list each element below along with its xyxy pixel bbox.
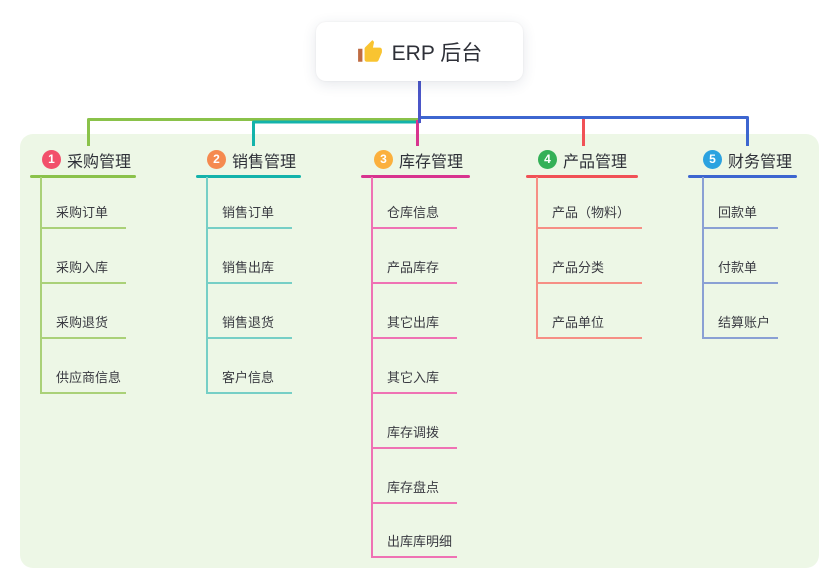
node-label: 其它出库 [387, 315, 440, 330]
node-label: 产品（物料） [552, 205, 631, 220]
mindmap-node[interactable]: 供应商信息 [40, 356, 126, 394]
mindmap-node[interactable]: 采购退货 [40, 301, 126, 339]
mindmap-node[interactable]: 产品单位 [536, 301, 642, 339]
mindmap-node[interactable]: 客户信息 [206, 356, 292, 394]
branch-child-connector [206, 177, 208, 394]
mindmap-node[interactable]: 销售退货 [206, 301, 292, 339]
node-label: 库存调拨 [387, 425, 440, 440]
branch-title-underline [361, 175, 470, 178]
branch-inventory-title[interactable]: 3 库存管理 [361, 149, 464, 171]
branch-finance-title[interactable]: 5 财务管理 [688, 149, 793, 171]
branch-title-label: 产品管理 [563, 153, 628, 171]
node-label: 客户信息 [222, 370, 275, 385]
node-label: 采购订单 [56, 205, 109, 220]
mindmap-node[interactable]: 回款单 [702, 191, 778, 229]
mindmap-node[interactable]: 产品分类 [536, 246, 642, 284]
node-label: 仓库信息 [387, 205, 440, 220]
branch-number-badge: 1 [42, 150, 61, 169]
node-label: 销售订单 [222, 205, 275, 220]
mindmap-node[interactable]: 库存盘点 [371, 466, 457, 504]
branch-child-connector [371, 177, 373, 558]
branch-child-connector [536, 177, 538, 339]
branch-title-label: 采购管理 [67, 153, 132, 171]
mindmap-node[interactable]: 出库库明细 [371, 520, 457, 558]
node-label: 其它入库 [387, 370, 440, 385]
branch-sales-title[interactable]: 2 销售管理 [196, 149, 297, 171]
mindmap-node[interactable]: 仓库信息 [371, 191, 457, 229]
root-node-label: ERP 后台 [391, 41, 483, 65]
mindmap-node[interactable]: 产品（物料） [536, 191, 642, 229]
node-label: 产品库存 [387, 260, 440, 275]
mindmap-node[interactable]: 库存调拨 [371, 411, 457, 449]
mindmap-node[interactable]: 销售出库 [206, 246, 292, 284]
root-node[interactable]: ERP 后台 [316, 22, 523, 81]
node-label: 付款单 [718, 260, 758, 275]
mindmap-node[interactable]: 其它入库 [371, 356, 457, 394]
branch-number-badge: 4 [538, 150, 557, 169]
node-label: 回款单 [718, 205, 758, 220]
branch-title-label: 财务管理 [728, 153, 793, 171]
node-label: 产品单位 [552, 315, 605, 330]
branch-title-underline [30, 175, 136, 178]
branch-product-title[interactable]: 4 产品管理 [526, 149, 628, 171]
node-label: 采购退货 [56, 315, 109, 330]
mindmap-node[interactable]: 结算账户 [702, 301, 778, 339]
branch-number-badge: 5 [703, 150, 722, 169]
branch-title-underline [196, 175, 301, 178]
node-label: 销售退货 [222, 315, 275, 330]
branch-title-label: 销售管理 [232, 153, 297, 171]
branch-purchase-title[interactable]: 1 采购管理 [30, 149, 132, 171]
node-label: 产品分类 [552, 260, 605, 275]
thumbs-up-icon [357, 39, 382, 62]
node-label: 结算账户 [718, 315, 771, 330]
node-label: 供应商信息 [56, 370, 122, 385]
mindmap-node[interactable]: 产品库存 [371, 246, 457, 284]
node-label: 库存盘点 [387, 480, 440, 495]
node-label: 采购入库 [56, 260, 109, 275]
node-label: 销售出库 [222, 260, 275, 275]
branch-title-underline [688, 175, 797, 178]
branch-title-underline [526, 175, 638, 178]
mindmap-node[interactable]: 付款单 [702, 246, 778, 284]
branch-title-label: 库存管理 [399, 153, 464, 171]
branch-child-connector [40, 177, 42, 394]
mindmap-node[interactable]: 采购入库 [40, 246, 126, 284]
node-label: 出库库明细 [387, 534, 453, 549]
mindmap-node[interactable]: 其它出库 [371, 301, 457, 339]
branch-number-badge: 2 [207, 150, 226, 169]
branch-number-badge: 3 [374, 150, 393, 169]
mindmap-node[interactable]: 销售订单 [206, 191, 292, 229]
branch-child-connector [702, 177, 704, 339]
mindmap-background-panel [20, 134, 819, 568]
mindmap-node[interactable]: 采购订单 [40, 191, 126, 229]
